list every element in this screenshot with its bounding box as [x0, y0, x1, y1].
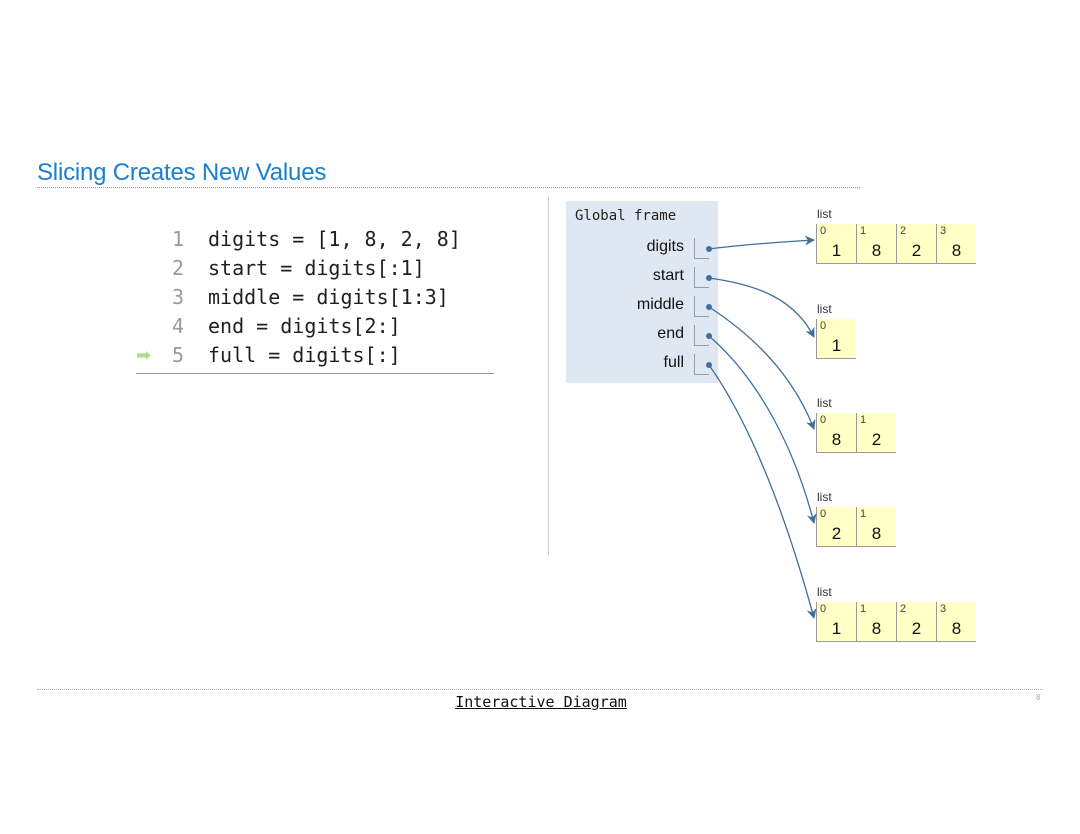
frame-variable-pointer-slot	[694, 238, 709, 259]
interactive-diagram-link[interactable]: Interactive Diagram	[455, 693, 627, 711]
cell-index: 0	[820, 508, 827, 520]
cell-index: 1	[860, 508, 867, 520]
cell-value: 1	[831, 241, 842, 260]
pointer-arrow	[708, 235, 815, 250]
cell-index: 1	[860, 414, 867, 426]
code-line: 1 digits = [1, 8, 2, 8]	[136, 225, 494, 254]
frame-variable-name: end	[657, 325, 684, 342]
frame-variable-pointer-slot	[694, 267, 709, 288]
pointer-arrow	[708, 335, 817, 524]
frame-variable-name: start	[652, 267, 684, 284]
cell-value: 8	[871, 241, 882, 260]
cell-index: 1	[860, 225, 867, 237]
frame-variable-name: full	[663, 354, 684, 371]
frame-variable-name: digits	[646, 238, 684, 255]
cell-value: 1	[831, 336, 842, 355]
cell-value: 2	[831, 524, 842, 543]
code-listing: 1 digits = [1, 8, 2, 8] 2 start = digits…	[136, 225, 494, 374]
frame-variable-name: middle	[636, 296, 684, 313]
line-number: 5	[172, 343, 185, 367]
frame-variable-pointer-slot	[694, 296, 709, 317]
pointer-arrow	[708, 306, 816, 430]
global-frame: Global frame digits start middle end ful…	[566, 201, 718, 383]
list-type-label: list	[817, 207, 832, 221]
cell-value: 1	[831, 619, 842, 638]
frame-variable-pointer-slot	[694, 325, 709, 346]
line-number: 4	[172, 314, 185, 338]
cell-value: 2	[871, 430, 882, 449]
line-number: 1	[172, 227, 185, 251]
cell-index: 0	[820, 320, 827, 332]
list-type-label: list	[817, 302, 832, 316]
cell-index: 0	[820, 603, 827, 615]
line-code: end = digits[2:]	[208, 314, 401, 338]
cell-index: 3	[940, 225, 947, 237]
cell-value: 8	[871, 619, 882, 638]
line-code: full = digits[:]	[208, 343, 401, 367]
line-code: middle = digits[1:3]	[208, 285, 449, 309]
line-code: start = digits[:1]	[208, 256, 425, 280]
page-number: 8	[1036, 693, 1041, 702]
cell-value: 8	[831, 430, 842, 449]
code-line: 3 middle = digits[1:3]	[136, 283, 494, 312]
pointer-arrow	[708, 364, 817, 619]
frame-variable-pointer-slot	[694, 354, 709, 375]
cell-index: 0	[820, 225, 827, 237]
frame-title: Global frame	[575, 208, 677, 224]
pointer-arrow	[708, 277, 815, 338]
cell-value: 2	[911, 241, 922, 260]
cell-index: 0	[820, 414, 827, 426]
footer-rule	[37, 689, 1043, 690]
line-number: 2	[172, 256, 185, 280]
cell-value: 8	[871, 524, 882, 543]
cell-value: 8	[951, 241, 962, 260]
list-type-label: list	[817, 396, 832, 410]
cell-value: 2	[911, 619, 922, 638]
line-code: digits = [1, 8, 2, 8]	[208, 227, 461, 251]
cell-index: 1	[860, 603, 867, 615]
list-type-label: list	[817, 585, 832, 599]
current-line-arrow-icon: ➡	[136, 345, 152, 366]
cell-index: 3	[940, 603, 947, 615]
cell-index: 2	[900, 603, 907, 615]
line-number: 3	[172, 285, 185, 309]
code-line-current: ➡ 5 full = digits[:]	[136, 341, 494, 370]
code-line: 4 end = digits[2:]	[136, 312, 494, 341]
code-line: 2 start = digits[:1]	[136, 254, 494, 283]
cell-value: 8	[951, 619, 962, 638]
panel-divider	[548, 197, 549, 555]
list-type-label: list	[817, 490, 832, 504]
slide-title: Slicing Creates New Values	[37, 159, 327, 186]
cell-index: 2	[900, 225, 907, 237]
title-rule	[37, 187, 860, 188]
